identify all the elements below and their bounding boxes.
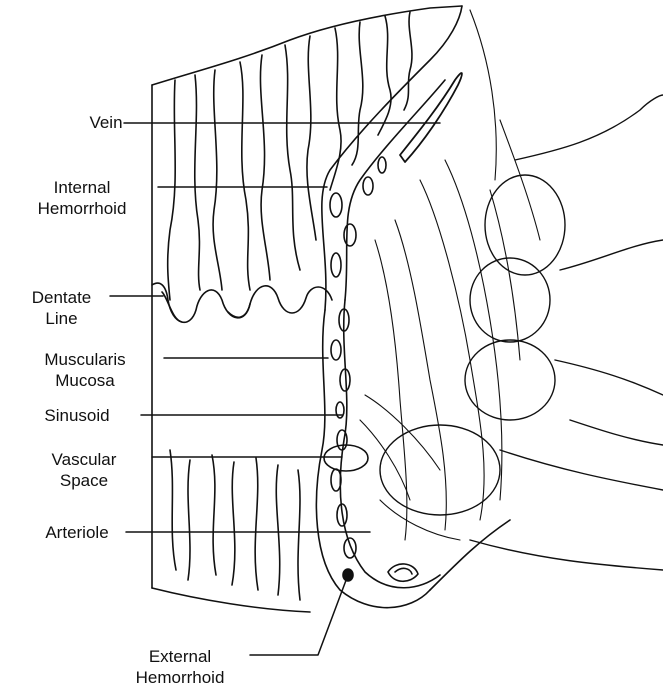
label-dentate-line: Dentate Line xyxy=(31,288,92,328)
sphincter-muscle xyxy=(359,9,541,541)
label-sinusoid: Sinusoid xyxy=(44,406,110,425)
label-vein: Vein xyxy=(89,113,123,132)
mucosal-folds xyxy=(151,5,463,613)
label-external-hemorrhoid: External Hemorrhoid xyxy=(135,647,225,687)
leader-lines xyxy=(109,122,441,656)
label-muscularis-mucosa: Muscularis Mucosa xyxy=(44,350,126,390)
leader-external-hemorrhoid xyxy=(249,574,349,656)
canal-wall xyxy=(315,5,511,609)
label-arteriole: Arteriole xyxy=(45,523,109,542)
label-internal-hemorrhoid: Internal Hemorrhoid xyxy=(37,178,127,218)
label-vascular-space: Vascular Space xyxy=(51,450,117,490)
external-sphincter-lobes xyxy=(379,94,663,571)
